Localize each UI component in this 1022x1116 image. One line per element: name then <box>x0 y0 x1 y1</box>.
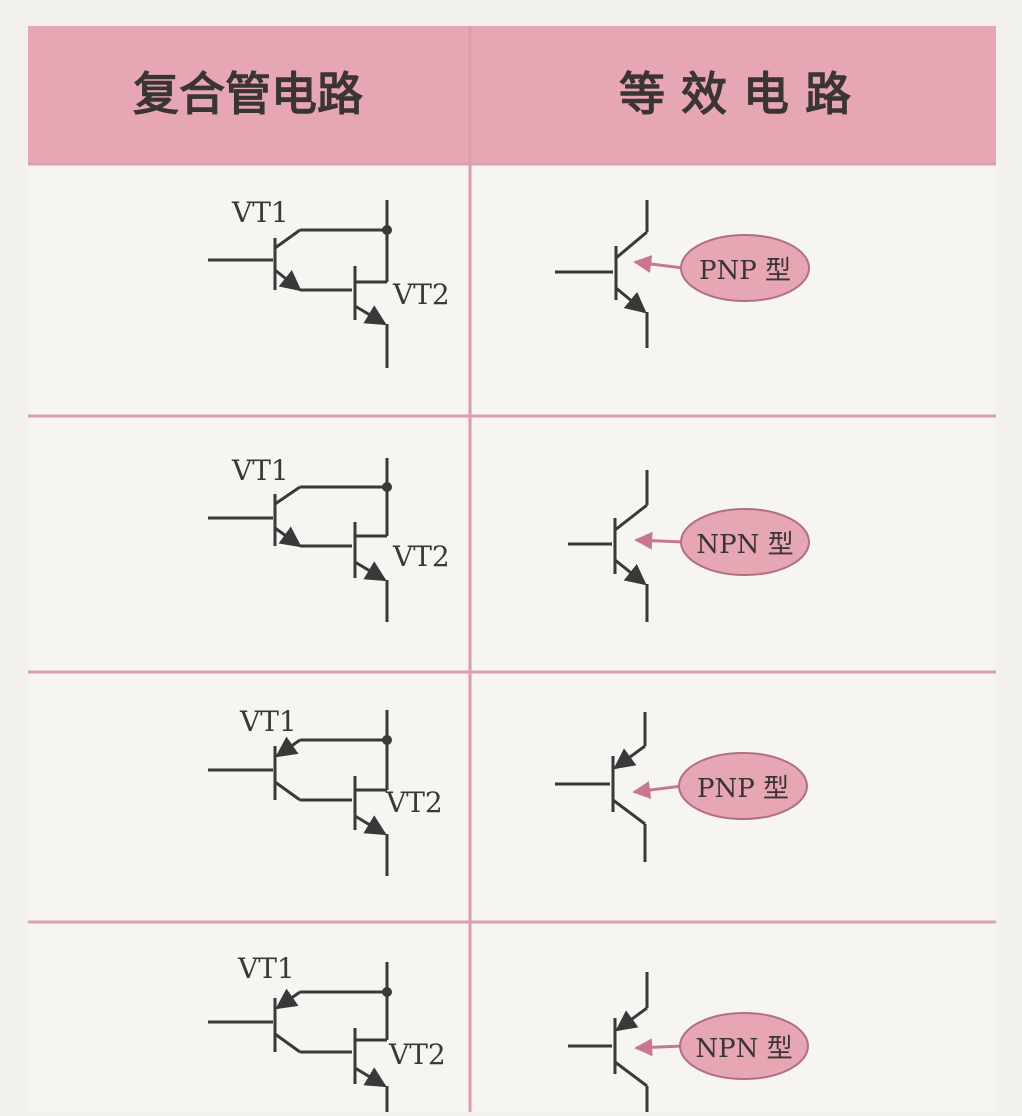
type-badge <box>680 508 810 576</box>
header-right-title: 等 效 电 路 <box>619 67 852 121</box>
table-header <box>28 26 996 164</box>
table-body <box>28 165 996 1112</box>
junction-dot <box>382 482 392 492</box>
row-2: VT1 VT2 NPN 型 <box>208 454 810 622</box>
header-left-title: 复合管电路 <box>133 67 364 121</box>
equivalent-transistor <box>568 470 649 622</box>
type-badge-text: NPN 型 <box>696 530 793 560</box>
equivalent-transistor <box>568 972 649 1112</box>
vt2-label: VT2 <box>385 786 443 819</box>
row-3: VT1 VT2 PNP 型 <box>208 705 808 876</box>
type-badge-text: PNP 型 <box>699 256 791 286</box>
pointer-arrow <box>634 1038 684 1057</box>
vt1-label: VT1 <box>231 454 289 487</box>
equivalent-transistor <box>555 712 647 862</box>
vt2-label: VT2 <box>388 1038 446 1071</box>
vt1-label: VT1 <box>239 705 297 738</box>
pointer-arrow <box>633 255 684 273</box>
vt2-label: VT2 <box>392 278 450 311</box>
row-4: VT1 VT2 NPN 型 <box>208 952 809 1112</box>
equivalent-transistor <box>555 200 649 348</box>
type-badge-text: NPN 型 <box>695 1034 792 1064</box>
composite-circuit <box>208 962 389 1112</box>
composite-circuit <box>208 710 389 876</box>
composite-circuit <box>208 458 389 622</box>
junction-dot <box>382 225 392 235</box>
junction-dot <box>382 735 392 745</box>
pointer-arrow <box>632 781 683 799</box>
type-badge <box>679 1012 809 1080</box>
vt1-label: VT1 <box>231 196 289 229</box>
pointer-arrow <box>634 531 684 550</box>
junction-dot <box>382 987 392 997</box>
row-1: VT1 VT2 PNP 型 <box>208 196 810 368</box>
vt2-label: VT2 <box>392 540 450 573</box>
composite-circuit <box>208 200 389 368</box>
type-badge <box>680 234 810 302</box>
vt1-label: VT1 <box>237 952 295 985</box>
type-badge-text: PNP 型 <box>697 774 789 804</box>
type-badge <box>678 752 808 820</box>
